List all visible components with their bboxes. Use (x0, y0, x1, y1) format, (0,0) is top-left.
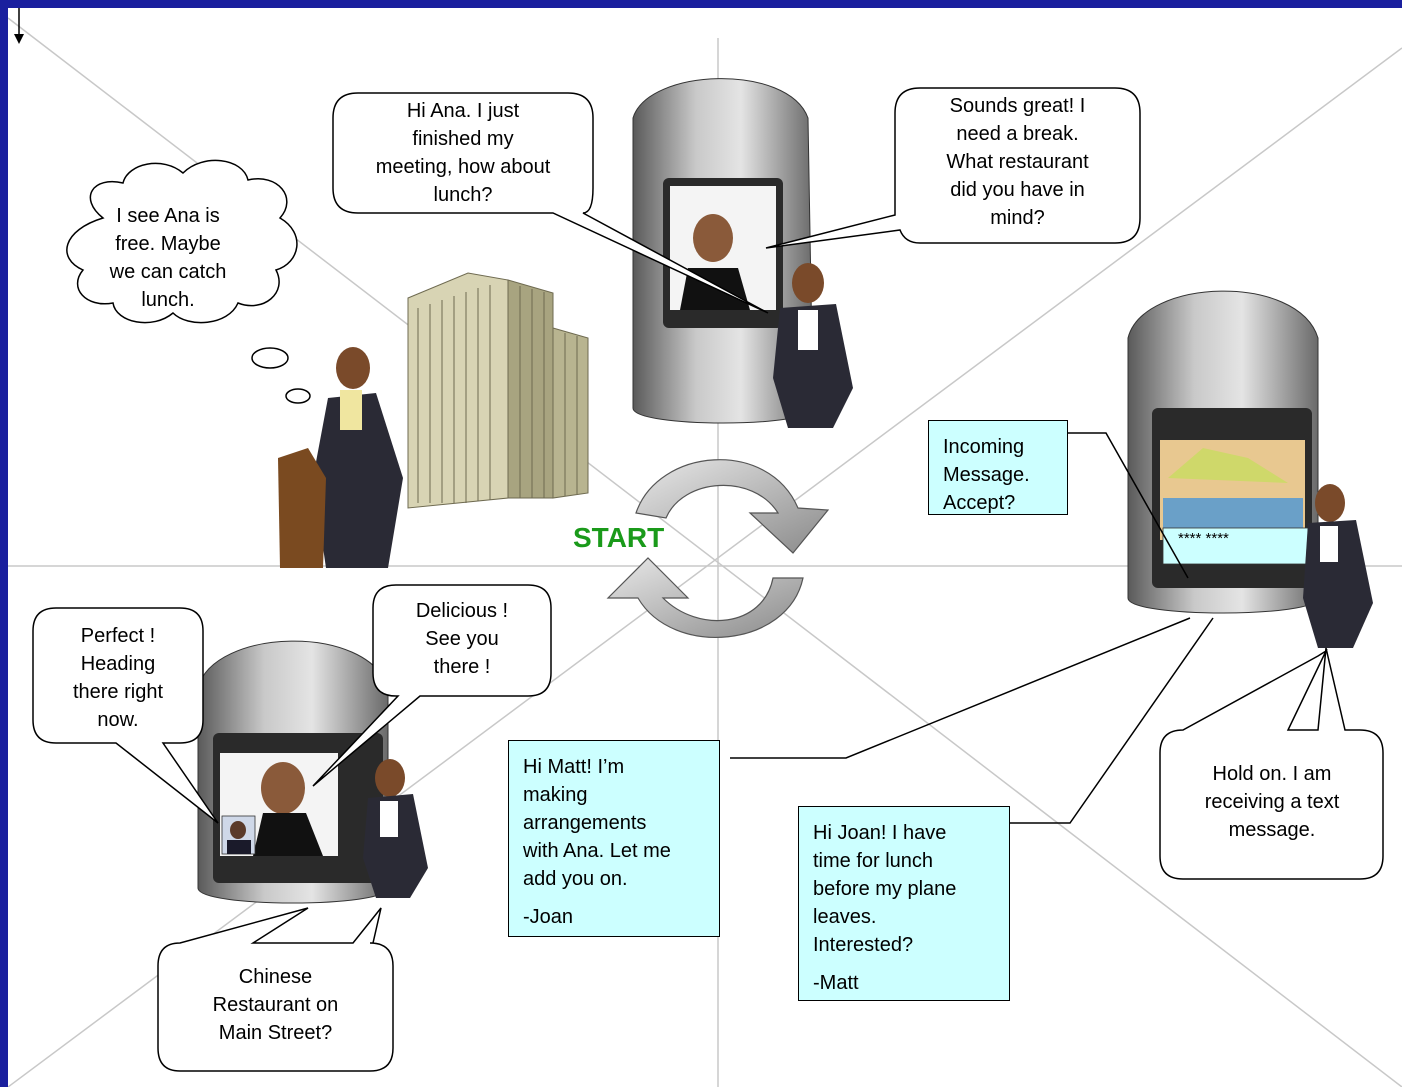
woman-headset-figure-right (1303, 484, 1373, 648)
message-to-joan-box: Hi Joan! I have time for lunch before my… (798, 806, 1010, 1001)
bubble-hold-on (1159, 647, 1384, 880)
thought-cloud (66, 159, 311, 404)
connector-lines (730, 432, 1214, 824)
incoming-message-text: Incoming Message. Accept? (943, 436, 1030, 514)
bubble-delicious (312, 584, 552, 787)
speech-bubbles (32, 87, 1384, 1072)
chinese-restaurant-text: Chinese Restaurant on Main Street? (212, 966, 339, 1044)
phone-screen-password: **** **** (1178, 530, 1229, 547)
storyboard-slide: START I see Ana is free. Maybe we can ca… (8, 8, 1402, 1087)
cycle-arrows (606, 459, 830, 638)
phone-right (1127, 290, 1319, 614)
delicious-text: Delicious ! See you there ! (415, 600, 509, 678)
hold-on-text: Hold on. I am receiving a text message. (1204, 763, 1340, 841)
woman-headset-figure-bottom (363, 759, 428, 898)
message-to-joan-signature: -Matt (813, 972, 859, 994)
bubble-sounds-great (765, 87, 1141, 249)
bubble-perfect (32, 607, 219, 824)
diagram-canvas (8, 17, 1402, 1087)
sounds-great-text: Sounds great! I need a break. What resta… (946, 95, 1089, 229)
message-to-matt-signature: -Joan (523, 906, 574, 928)
message-to-joan-text: Hi Joan! I have time for lunch before my… (813, 822, 957, 956)
bubble-hi-ana (332, 92, 769, 314)
start-label: START (573, 522, 665, 553)
phone-bottom-left (197, 640, 389, 904)
arrow-down-icon (14, 8, 24, 44)
perfect-heading-text: Perfect ! Heading there right now. (72, 625, 164, 731)
message-to-matt-text: Hi Matt! I’m making arrangements with An… (523, 756, 671, 890)
message-to-matt-box: Hi Matt! I’m making arrangements with An… (508, 740, 720, 937)
office-building-illustration (407, 272, 589, 509)
incoming-message-box: Incoming Message. Accept? (928, 420, 1068, 515)
bubble-chinese-restaurant (157, 907, 394, 1072)
woman-headset-figure-top (773, 263, 853, 428)
phone-top (632, 78, 814, 424)
woman-checking-watch-figure (278, 347, 403, 568)
hi-ana-lunch-text: Hi Ana. I just finished my meeting, how … (375, 100, 551, 206)
thought-ana-free-text: I see Ana is free. Maybe we can catch lu… (109, 205, 227, 311)
